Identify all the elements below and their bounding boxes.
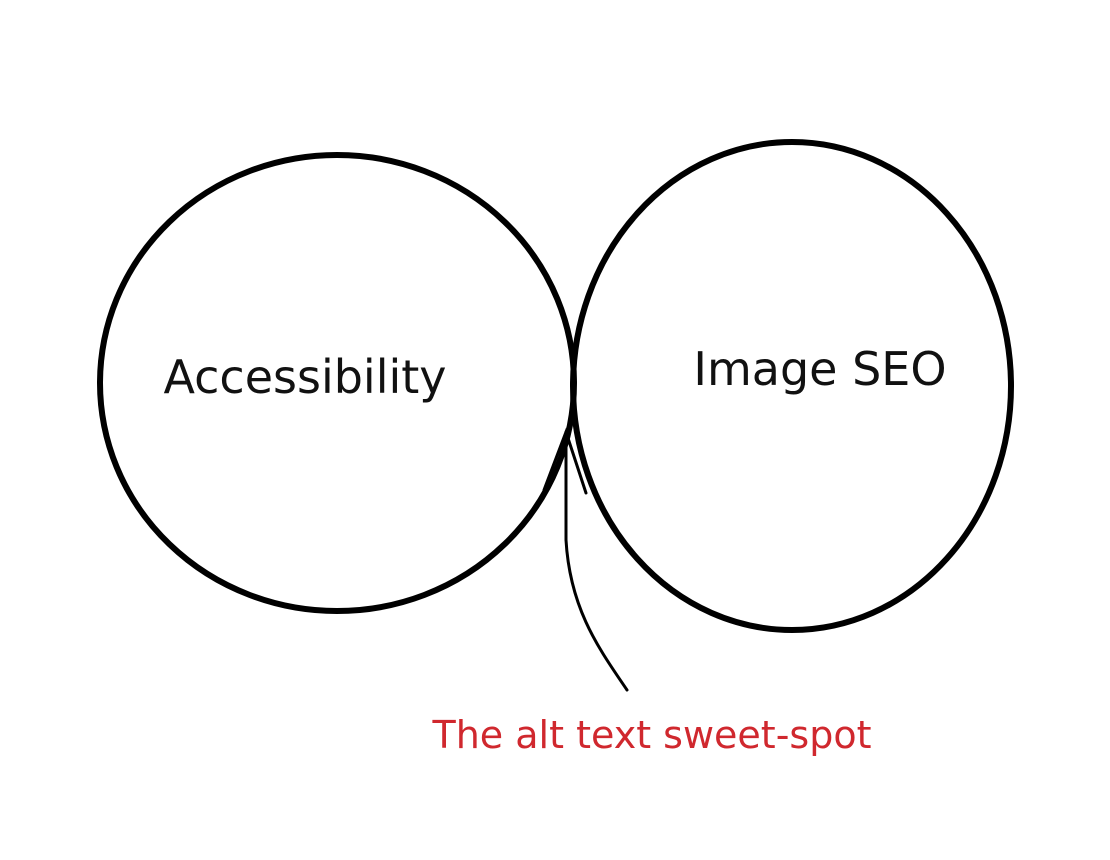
sweet-spot-annotation: The alt text sweet-spot bbox=[432, 713, 872, 757]
image-seo-label: Image SEO bbox=[693, 342, 946, 396]
image-seo-circle bbox=[570, 139, 1014, 633]
arrow-icon bbox=[542, 427, 629, 692]
accessibility-label: Accessibility bbox=[163, 350, 446, 404]
